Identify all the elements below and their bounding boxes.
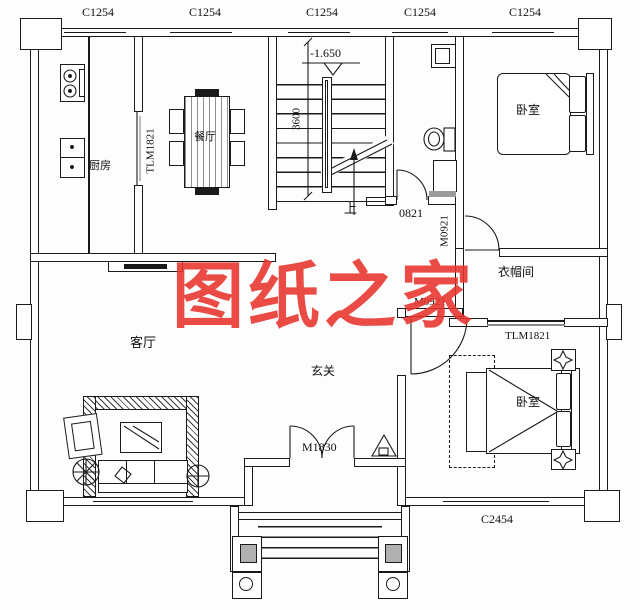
porch-pad-circle-right	[386, 577, 400, 591]
corner-post-bottom-right	[584, 490, 620, 522]
bed-bottom-mattress	[486, 368, 562, 454]
shower-threshold	[429, 191, 456, 197]
porch-edge-1	[230, 512, 410, 514]
window-c1254-1	[64, 28, 126, 37]
dining-chair-bottom	[195, 188, 219, 195]
dining-chair-right-1	[230, 109, 245, 134]
dining-table	[184, 96, 230, 188]
pilaster-left	[16, 304, 32, 340]
door-label-bath: 0821	[399, 206, 423, 220]
stair-level-label: -1.650	[310, 46, 341, 60]
stair-rail	[322, 77, 332, 193]
nightstand-top	[551, 349, 576, 371]
corner-post-top-right	[578, 18, 612, 50]
wall-cloak-bottom-left	[449, 318, 488, 327]
door-label-entry: M1830	[302, 440, 337, 454]
porch-column-right	[385, 544, 402, 563]
sink-divider	[60, 157, 85, 159]
flower-icon-top	[552, 349, 574, 371]
kitchen-counter-edge	[88, 36, 90, 254]
wall-bath-stub	[385, 196, 397, 205]
window-label-c1254-2: C1254	[189, 5, 222, 19]
wall-cloak-bottom-right	[564, 318, 608, 327]
watermark: 图纸之家	[172, 253, 477, 338]
toilet-icon	[423, 127, 456, 152]
sofa-divider-2	[154, 461, 156, 483]
room-label-living: 客厅	[130, 336, 157, 351]
wall-stair-left	[268, 36, 277, 210]
bed-top-pillow-2	[569, 115, 586, 152]
wall-entry-right	[354, 458, 406, 467]
stair-dimension-line	[303, 37, 313, 201]
porch-steps	[258, 526, 382, 560]
stair-up-label: 上	[344, 202, 358, 217]
window-c1254-2	[170, 28, 232, 37]
stair-up-arrow	[350, 148, 358, 215]
wall-bedroom2-left-upper	[397, 308, 406, 318]
sofa-seat-line	[98, 483, 188, 485]
nightstand-bottom	[551, 449, 576, 470]
door-bath-swing	[396, 169, 428, 201]
stove-burners	[63, 69, 77, 169]
washbasin-bowl	[435, 48, 450, 64]
corner-post-bottom-left	[26, 490, 64, 522]
bed-top-pillow-1	[569, 76, 586, 113]
door-entry-swing	[289, 425, 355, 459]
sofa-divider-1	[126, 461, 128, 483]
porch-pad-circle-left	[239, 577, 253, 591]
window-c1254-3	[288, 28, 350, 37]
cloak-slide-track-1	[487, 320, 565, 322]
window-c1254-5	[492, 28, 554, 37]
window-label-c1254-4: C1254	[404, 5, 437, 19]
flower-icon-bottom	[552, 449, 574, 471]
dining-chair-left-1	[169, 109, 184, 134]
door-label-cloak-sliding: TLM1821	[505, 330, 551, 342]
stair-rail-inner	[325, 80, 328, 188]
window-label-c2454: C2454	[481, 512, 514, 526]
bed-bottom-canopy	[488, 369, 558, 453]
cloak-slide-track-2	[487, 323, 565, 326]
room-label-entry-hall: 玄关	[311, 364, 336, 378]
room-label-dining: 餐厅	[194, 130, 216, 143]
tv-screen-lines	[123, 425, 160, 450]
door-bedroom-top-swing	[464, 215, 500, 251]
sofa-cushion	[114, 466, 132, 484]
wall-kitchen-partition-upper	[134, 36, 143, 112]
entry-triangle-symbol	[371, 433, 397, 457]
plant-right-icon	[186, 464, 210, 488]
wall-bedroom2-left-lower	[397, 375, 406, 506]
shoe-cabinet-fill	[124, 264, 167, 269]
porch-edge-2	[230, 519, 410, 521]
bed-top-headboard	[586, 73, 594, 155]
window-c1254-4	[392, 28, 448, 37]
corner-post-top-left	[20, 18, 62, 50]
window-label-c1254-5: C1254	[509, 5, 542, 19]
door-label-bedroom-bottom: M0921	[414, 296, 446, 308]
dining-chair-top	[195, 89, 219, 96]
bed-bottom-pillow-2	[556, 411, 571, 447]
dining-chair-right-2	[230, 141, 245, 166]
stove-knob-strip	[79, 69, 85, 97]
window-label-c1254-1: C1254	[82, 5, 115, 19]
room-label-cloakroom: 衣帽间	[498, 265, 535, 279]
room-label-bedroom-bottom: 卧室	[516, 395, 541, 409]
wall-bedroom-top-bottom	[499, 248, 608, 257]
bed-bottom-pillow-1	[556, 373, 571, 410]
tv-wall-right	[186, 396, 199, 497]
door-kitchen-sliding-lines	[136, 112, 141, 185]
porch-column-left	[240, 544, 257, 563]
wall-entry-left	[244, 458, 290, 467]
door-bedroom-bottom-swing	[410, 317, 468, 375]
room-label-bedroom-top: 卧室	[516, 103, 541, 117]
dining-chair-left-2	[169, 141, 184, 166]
level-marker	[302, 62, 360, 76]
window-c2454	[443, 497, 549, 506]
bed-top-fold	[545, 73, 570, 98]
plant-left-icon	[72, 458, 100, 486]
window-label-c1254-3: C1254	[306, 5, 339, 19]
window-living-bottom	[93, 497, 193, 506]
room-label-kitchen: 厨房	[89, 159, 111, 172]
